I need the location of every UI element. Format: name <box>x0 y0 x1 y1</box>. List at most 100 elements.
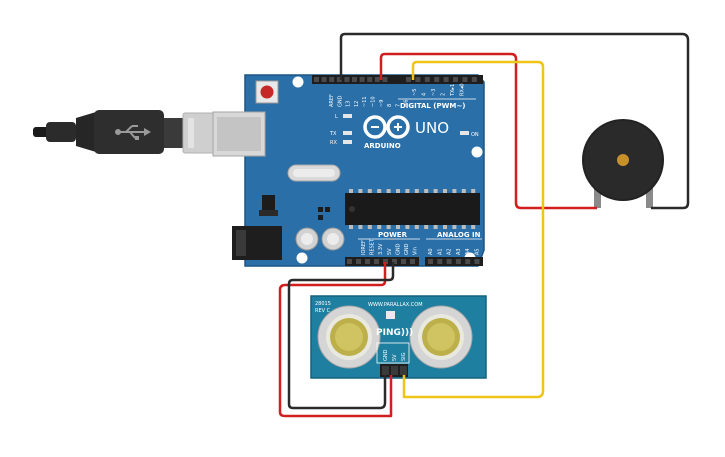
digital-pin-hole[interactable] <box>352 77 357 82</box>
analog-pin-hole[interactable] <box>465 259 471 264</box>
led-label-l: L <box>335 114 338 120</box>
mounting-hole <box>296 252 308 264</box>
sensor-pin-label-1: 5V <box>392 354 398 361</box>
usb-cable[interactable] <box>33 110 216 154</box>
ultrasonic-transducer-left <box>317 305 381 369</box>
digital-pin-hole[interactable] <box>406 77 411 82</box>
digital-pin-hole[interactable] <box>336 77 342 82</box>
power-pin-label-1: RESET <box>370 238 376 255</box>
sensor-pin-label-0: GND <box>383 349 389 361</box>
usb-icon <box>115 125 151 140</box>
digital-pin-label-0: AREF <box>329 94 335 107</box>
brand-label: ARDUINO <box>364 142 401 150</box>
analog-pin-hole[interactable] <box>437 259 443 264</box>
power-pin-hole[interactable] <box>347 259 352 264</box>
digital-pin-hole[interactable] <box>329 77 335 82</box>
digital-pin-label-6: ~9 <box>379 100 385 107</box>
digital-pin-hole[interactable] <box>367 77 373 82</box>
digital-pin-hole[interactable] <box>314 77 319 82</box>
ping-ultrasonic-sensor[interactable]: 28015 REV C WWW.PARALLAX.COM PING))) GND… <box>310 295 487 379</box>
digital-pin-label-14: TX▸1 <box>450 84 456 97</box>
digital-pin-label-5: ~10 <box>371 96 377 107</box>
power-pin-label-2: 3.3V <box>378 243 384 255</box>
digital-pin-hole[interactable] <box>382 77 388 82</box>
wires <box>278 32 690 418</box>
analog-pin-hole[interactable] <box>474 259 480 264</box>
digital-pin-label-15: RX◂0 <box>460 83 466 96</box>
digital-pin-hole[interactable] <box>424 77 430 82</box>
power-pin-hole[interactable] <box>365 259 370 264</box>
power-pin-holes <box>347 259 415 264</box>
digital-pin-hole[interactable] <box>453 77 458 82</box>
sensor-revision: REV C <box>315 308 331 314</box>
analog-pin-label-5: A5 <box>475 248 481 255</box>
power-pin-hole[interactable] <box>374 259 379 264</box>
power-pin-label-5: GND <box>404 243 410 255</box>
led-label-tx: TX <box>329 131 337 137</box>
digital-pin-label-9: ~6 <box>404 100 410 107</box>
analog-header-label: ANALOG IN <box>437 231 481 239</box>
wire-red-5v-sensor[interactable] <box>278 262 393 418</box>
analog-pin-hole[interactable] <box>428 259 433 264</box>
power-pin-hole[interactable] <box>410 259 415 264</box>
digital-pin-hole[interactable] <box>443 77 449 82</box>
sensor-pin-label-2: SIG <box>401 352 407 361</box>
board-model: UNO <box>415 119 449 137</box>
digital-pin-hole[interactable] <box>321 77 327 82</box>
sensor-name: PING))) <box>376 328 413 338</box>
analog-pin-holes <box>428 259 480 264</box>
digital-pin-label-3: 12 <box>354 101 360 107</box>
sensor-part-code: 28015 <box>315 301 331 307</box>
power-pin-label-6: Vin <box>413 247 419 255</box>
piezo-buzzer[interactable] <box>582 119 664 208</box>
analog-pin-label-4: A4 <box>465 248 471 255</box>
digital-pin-label-1: GND <box>337 95 343 107</box>
digital-pin-hole[interactable] <box>471 77 477 82</box>
power-header <box>345 257 419 266</box>
power-pin-label-3: 5V <box>387 248 393 255</box>
wire-black-gnd-buzzer[interactable] <box>339 32 690 210</box>
ultrasonic-transducer-right <box>409 305 473 369</box>
power-pin-hole[interactable] <box>401 259 406 264</box>
arduino-logo-icon <box>363 115 410 139</box>
analog-pin-hole[interactable] <box>455 259 461 264</box>
power-pin-hole[interactable] <box>383 259 388 264</box>
power-pin-hole[interactable] <box>356 259 361 264</box>
capacitor <box>321 227 345 251</box>
digital-header <box>312 75 483 84</box>
digital-pin-holes <box>314 77 477 82</box>
power-pin-label-4: GND <box>395 243 401 255</box>
digital-pin-label-8: 7 <box>395 104 401 107</box>
analog-pin-label-2: A2 <box>447 248 453 255</box>
digital-pin-hole[interactable] <box>374 77 380 82</box>
digital-pin-hole[interactable] <box>462 77 468 82</box>
power-pin-hole[interactable] <box>392 259 397 264</box>
buzzer-center <box>617 154 629 166</box>
atmega-chip <box>345 189 480 229</box>
digital-pin-label-11: 4 <box>422 93 428 96</box>
analog-header <box>425 257 483 266</box>
digital-pin-label-7: 8 <box>387 104 393 107</box>
digital-pin-hole[interactable] <box>434 77 440 82</box>
sensor-website: WWW.PARALLAX.COM <box>368 302 423 308</box>
digital-pin-hole[interactable] <box>359 77 365 82</box>
power-pin-label-0: IOREF <box>361 240 367 255</box>
on-led-label: ON <box>471 132 479 138</box>
analog-pin-hole[interactable] <box>446 259 452 264</box>
wire-black-gnd-sensor[interactable] <box>287 262 395 410</box>
digital-pin-label-2: 13 <box>346 101 352 107</box>
digital-pin-hole[interactable] <box>344 77 350 82</box>
digital-pin-hole[interactable] <box>415 77 421 82</box>
capacitor <box>295 227 319 251</box>
wire-yellow-pin7-sig[interactable] <box>402 60 545 399</box>
mounting-hole <box>292 76 304 88</box>
digital-header-label: DIGITAL (PWM~) <box>400 102 465 110</box>
analog-pin-label-0: A0 <box>428 248 434 255</box>
wire-red-pin10-buzzer[interactable] <box>379 52 597 210</box>
